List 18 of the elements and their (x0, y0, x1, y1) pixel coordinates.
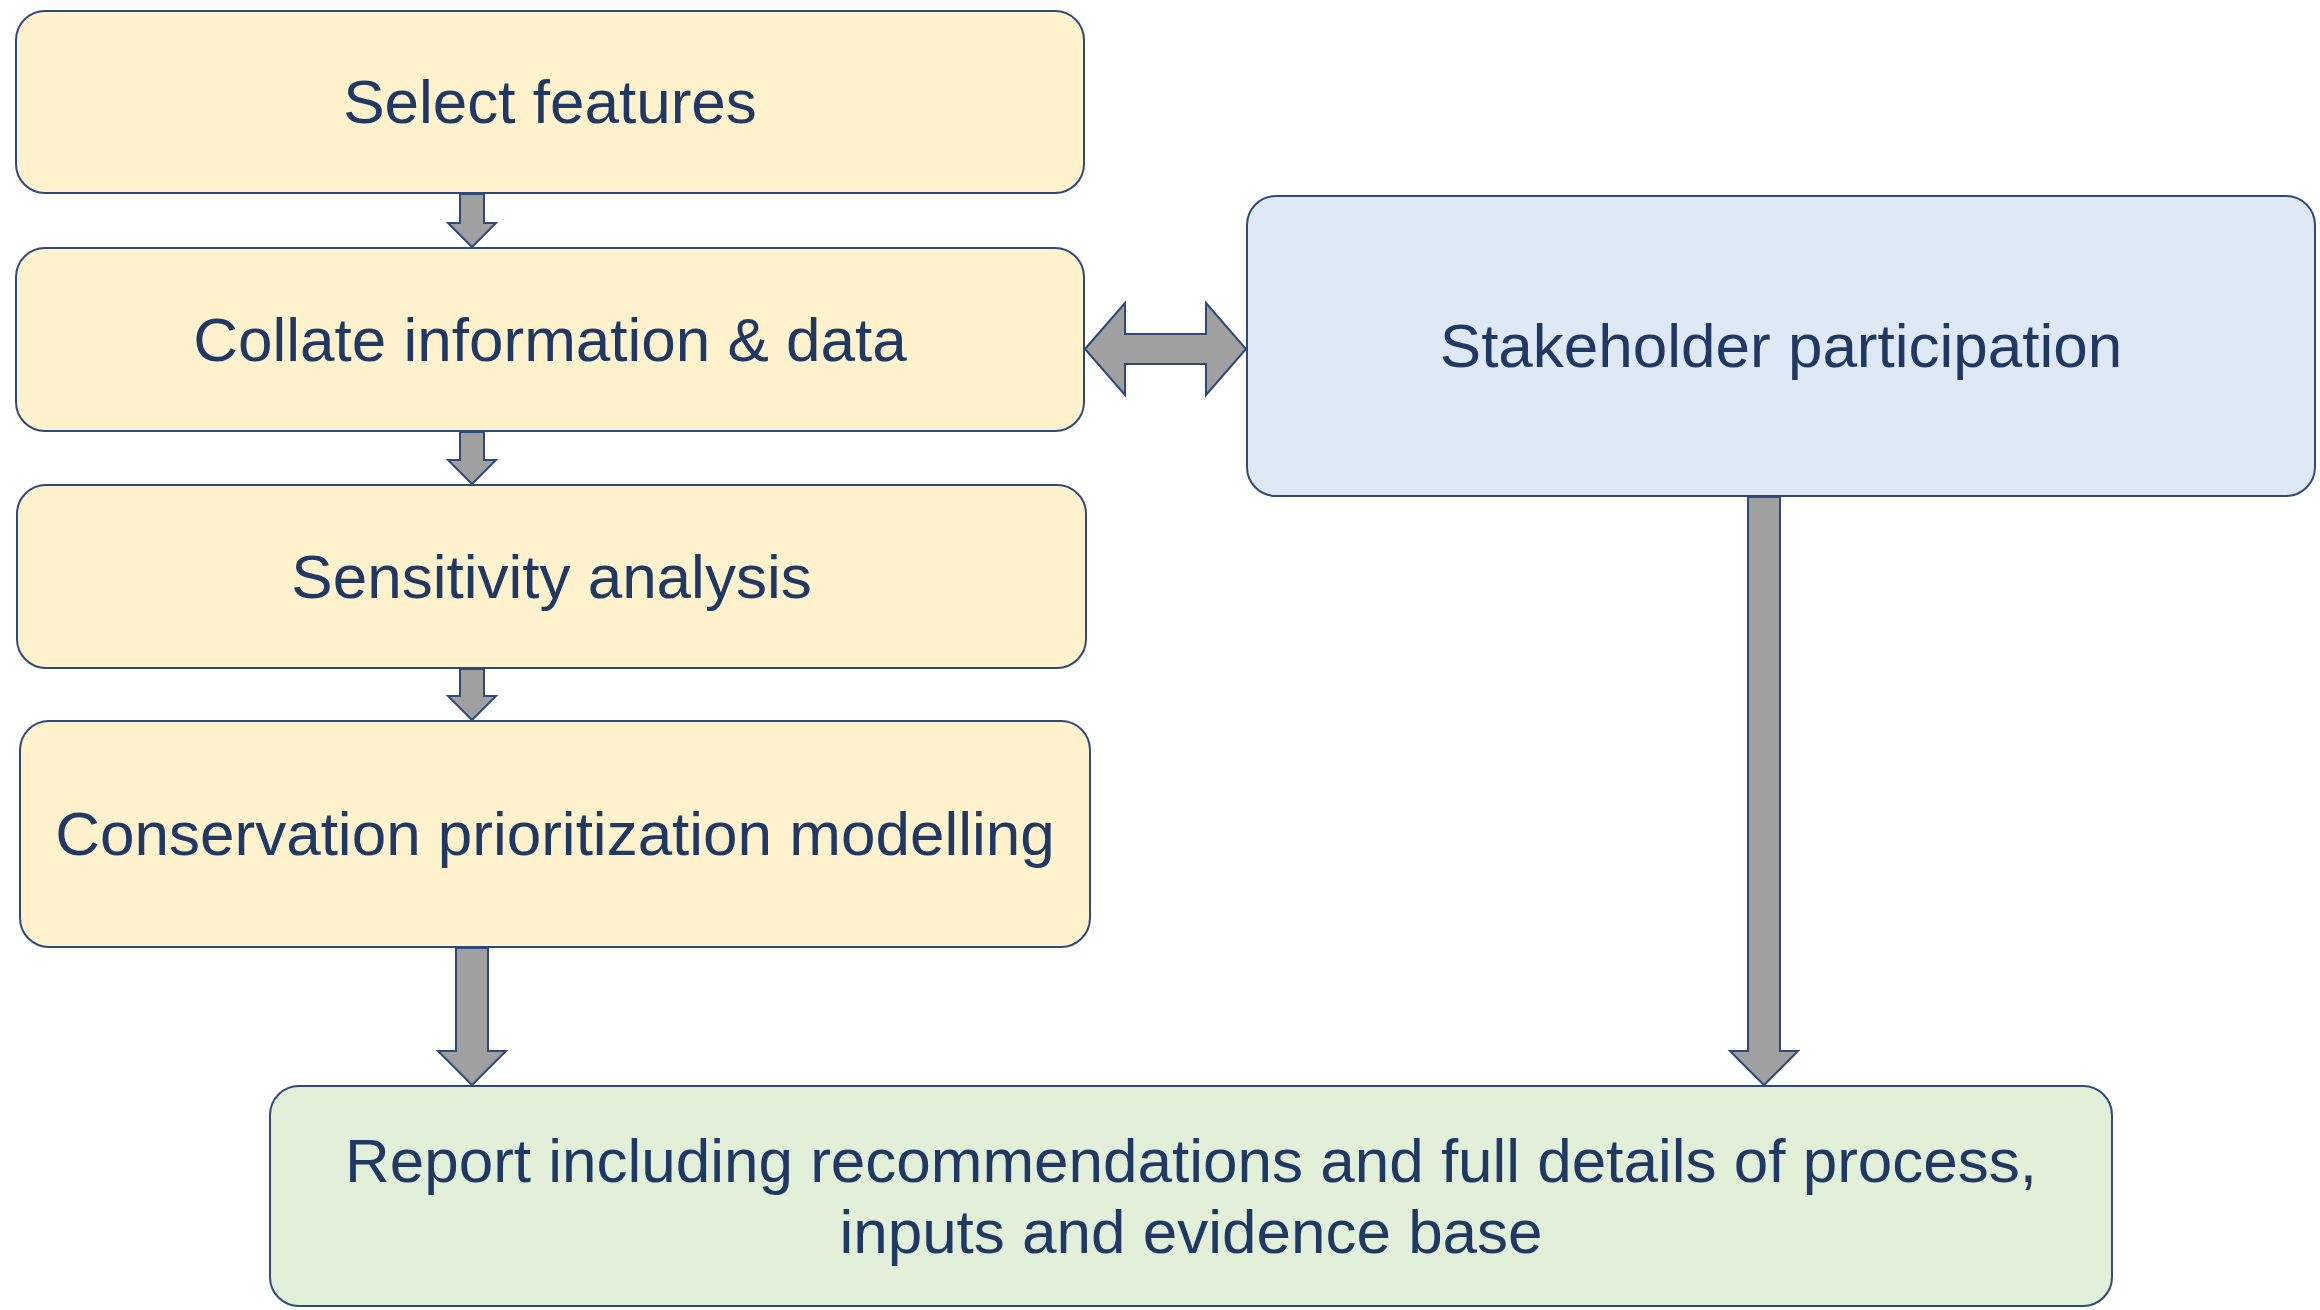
block-arrow (445, 431, 499, 486)
block-arrow (445, 668, 499, 722)
process-box (19, 720, 1091, 948)
block-arrow (435, 947, 509, 1087)
box-label: Stakeholder participation (1439, 310, 2123, 382)
process-box (269, 1085, 2113, 1307)
process-box (16, 484, 1087, 669)
box-label: Report including recommendations and full details of process, inputs and evidence base (343, 1124, 2039, 1268)
box-label: Collate information & data (193, 303, 907, 376)
process-box (15, 247, 1085, 432)
block-arrow (1727, 496, 1801, 1087)
box-label: Select features (343, 66, 757, 138)
process-box (1246, 195, 2316, 497)
process-box (15, 10, 1085, 194)
box-label: Sensitivity analysis (291, 540, 812, 613)
block-arrow (445, 193, 499, 249)
box-label: Conservation prioritization modelling (55, 798, 1055, 870)
block-arrow (1083, 300, 1248, 398)
